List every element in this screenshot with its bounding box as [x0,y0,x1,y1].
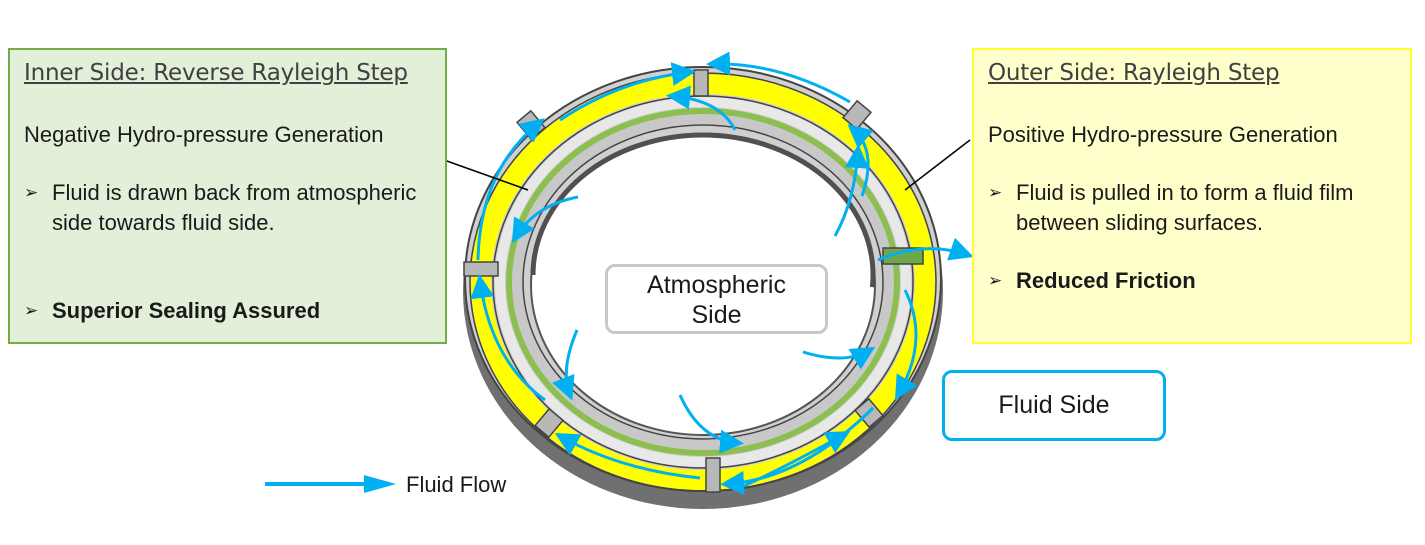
flow-arrow [559,62,696,122]
flow-arrows [470,51,974,496]
dam [463,261,499,277]
dam [693,69,709,97]
outer-leader-line [904,139,971,191]
flow-arrow [894,289,918,401]
outer-side-subtitle: Positive Hydro-pressure Generation [988,122,1338,147]
inner-bullet-2: ➢ Superior Sealing Assured [24,296,444,326]
flow-arrow [802,346,876,370]
inner-side-subtitle: Negative Hydro-pressure Generation [24,122,384,147]
outer-bullet-2: ➢ Reduced Friction [988,266,1388,296]
inner-bore-shadow [530,132,876,418]
bullet-arrow-icon: ➢ [24,183,39,202]
flow-arrow [476,118,545,261]
flow-arrow [511,195,579,244]
dam [841,99,873,131]
dam [705,457,721,493]
flow-arrow [678,394,744,454]
bullet-arrow-icon: ➢ [988,183,1003,202]
dam [882,247,924,265]
outer-bullet-1-text: Fluid is pulled in to form a fluid film … [1016,180,1354,235]
flow-arrow [706,51,851,104]
bullet-arrow-icon: ➢ [988,271,1003,290]
inner-bullet-2-text: Superior Sealing Assured [52,298,321,323]
outer-side-panel: Outer Side: Rayleigh Step Positive Hydro… [972,48,1412,344]
flow-arrow [470,274,546,402]
legend-arrow-head [364,475,396,493]
inner-groove-band [506,108,900,456]
fluid-side-label: Fluid Side [942,370,1166,441]
flow-arrow [720,406,875,496]
inner-ring-face [512,114,894,450]
bullet-arrow-icon: ➢ [24,301,39,320]
inner-leader-line [443,159,529,191]
inner-bullet-1-text: Fluid is drawn back from atmospheric sid… [52,180,417,235]
outer-side-title: Outer Side: Rayleigh Step [988,60,1280,86]
legend-fluid-flow-label: Fluid Flow [406,472,507,497]
flow-arrow [877,237,974,262]
dam [533,407,565,439]
outer-bullet-2-text: Reduced Friction [1016,268,1196,293]
flow-arrow [552,329,579,401]
inner-side-title: Inner Side: Reverse Rayleigh Step [24,60,408,86]
outer-bullet-1: ➢ Fluid is pulled in to form a fluid fil… [988,178,1388,238]
inner-side-panel: Inner Side: Reverse Rayleigh Step Negati… [8,48,447,344]
inner-ring-edge [522,124,884,440]
inner-bullet-1: ➢ Fluid is drawn back from atmospheric s… [24,178,424,238]
flow-arrow [554,433,701,480]
flow-arrow [833,144,869,237]
flow-arrow [734,431,851,492]
flow-arrow [666,85,737,131]
